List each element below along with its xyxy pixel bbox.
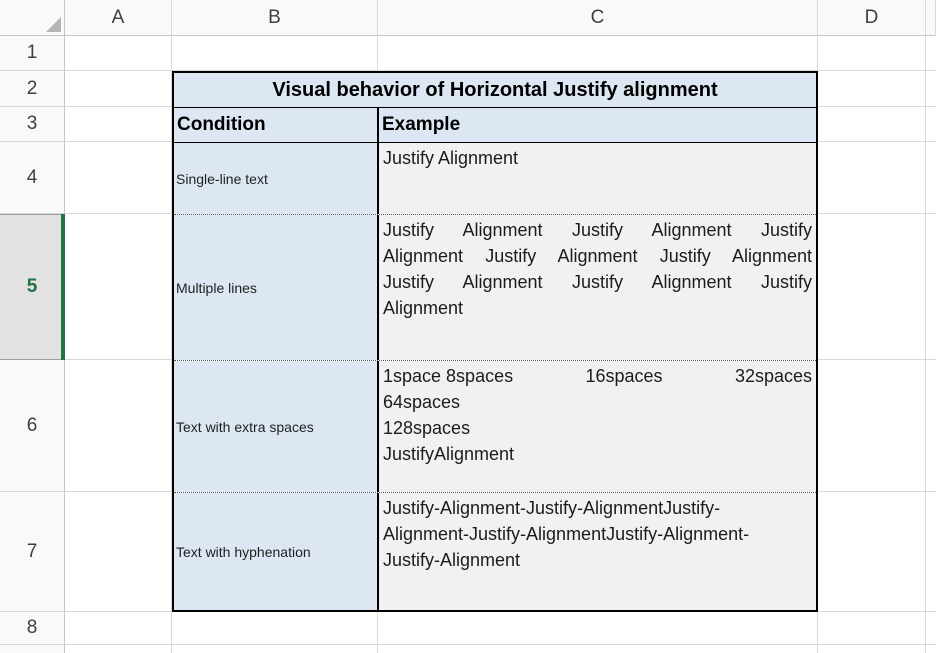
row-header-8[interactable]: 8 xyxy=(0,612,65,645)
cell-example-header[interactable]: Example xyxy=(379,108,816,142)
row-header-label: 5 xyxy=(26,276,38,297)
example-header-label: Example xyxy=(382,114,461,135)
column-header-label: C xyxy=(590,6,605,28)
column-header-partial[interactable] xyxy=(926,0,936,36)
example-line-spaced: 1space 8spaces 16spaces 32spaces xyxy=(383,363,812,389)
cell-condition-multiple-lines[interactable]: Multiple lines xyxy=(174,215,379,360)
column-header-a[interactable]: A xyxy=(65,0,172,36)
cell-example-multiple-lines[interactable]: Justify Alignment Justify Alignment Just… xyxy=(379,215,816,360)
table-row: Text with extra spaces 1space 8spaces 16… xyxy=(174,361,816,493)
table-title-text: Visual behavior of Horizontal Justify al… xyxy=(272,78,718,101)
cell-condition-extra-spaces[interactable]: Text with extra spaces xyxy=(174,361,379,492)
justify-alignment-table: Visual behavior of Horizontal Justify al… xyxy=(172,71,818,612)
example-segment: 1space 8spaces xyxy=(383,366,514,386)
example-segment: 16spaces xyxy=(585,366,663,386)
cell-title[interactable]: Visual behavior of Horizontal Justify al… xyxy=(174,73,816,108)
table-row: Single-line text Justify Alignment xyxy=(174,143,816,215)
condition-label: Text with hyphenation xyxy=(176,543,311,560)
row-header-5[interactable]: 5 xyxy=(0,214,65,360)
column-header-label: D xyxy=(864,6,879,28)
column-header-label: B xyxy=(268,6,281,28)
cell-condition-single-line[interactable]: Single-line text xyxy=(174,143,379,214)
condition-label: Multiple lines xyxy=(176,279,257,296)
table-header-row: Condition Example xyxy=(174,108,816,143)
row-header-label: 4 xyxy=(26,166,38,188)
cell-example-single-line[interactable]: Justify Alignment xyxy=(379,143,816,214)
row-header-label: 3 xyxy=(26,113,38,134)
example-line: JustifyAlignment xyxy=(383,444,515,464)
row-header-4[interactable]: 4 xyxy=(0,142,65,214)
row-header-label: 1 xyxy=(26,42,38,63)
table-row: Text with hyphenation Justify-Alignment-… xyxy=(174,493,816,610)
select-all-triangle-icon xyxy=(46,17,61,32)
row-header-3[interactable]: 3 xyxy=(0,107,65,142)
row-header-label: 2 xyxy=(26,77,38,99)
column-header-d[interactable]: D xyxy=(818,0,926,36)
condition-label: Single-line text xyxy=(176,170,268,187)
gridline-horizontal xyxy=(65,644,936,645)
gridline-horizontal xyxy=(65,70,936,71)
cell-condition-header[interactable]: Condition xyxy=(174,108,379,142)
selected-row-indicator xyxy=(61,214,65,360)
table-row: Multiple lines Justify Alignment Justify… xyxy=(174,215,816,361)
example-text: Justify Alignment xyxy=(383,148,519,168)
gridline-vertical xyxy=(925,36,926,653)
gridline-vertical xyxy=(171,36,172,653)
cell-condition-hyphenation[interactable]: Text with hyphenation xyxy=(174,493,379,610)
cell-example-hyphenation[interactable]: Justify-Alignment-Justify-AlignmentJusti… xyxy=(379,493,816,610)
row-header-7[interactable]: 7 xyxy=(0,492,65,612)
select-all-button[interactable] xyxy=(0,0,65,36)
example-line: 64spaces xyxy=(383,392,461,412)
row-header-label: 8 xyxy=(26,617,38,638)
row-header-partial[interactable] xyxy=(0,645,65,653)
column-header-label: A xyxy=(111,6,125,28)
column-header-b[interactable]: B xyxy=(172,0,378,36)
row-header-6[interactable]: 6 xyxy=(0,360,65,492)
cell-example-extra-spaces[interactable]: 1space 8spaces 16spaces 32spaces 64space… xyxy=(379,361,816,492)
row-header-label: 7 xyxy=(26,540,38,562)
row-header-1[interactable]: 1 xyxy=(0,36,65,71)
row-header-label: 6 xyxy=(26,414,38,436)
example-line: 128spaces xyxy=(383,418,471,438)
condition-header-label: Condition xyxy=(177,114,266,135)
condition-label: Text with extra spaces xyxy=(176,418,314,435)
example-segment: 32spaces xyxy=(734,366,812,386)
row-header-2[interactable]: 2 xyxy=(0,71,65,107)
column-header-c[interactable]: C xyxy=(378,0,818,36)
